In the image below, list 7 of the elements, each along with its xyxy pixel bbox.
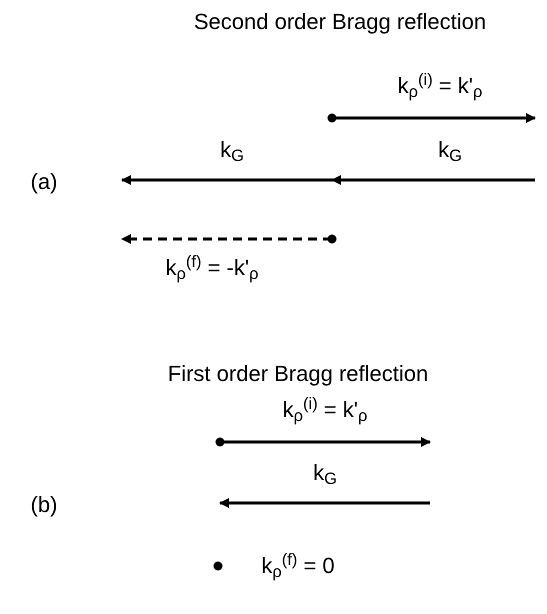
vector-label: k$_{G}$	[313, 462, 337, 484]
panel-label: (b)	[30, 494, 58, 516]
heading: First order Bragg reflection	[168, 363, 428, 385]
vector-label: k$_{G}$	[438, 139, 462, 161]
panel-label: (a)	[30, 171, 58, 193]
heading: Second order Bragg reflection	[194, 11, 486, 33]
vector-label: k$_{G}$	[220, 139, 244, 161]
